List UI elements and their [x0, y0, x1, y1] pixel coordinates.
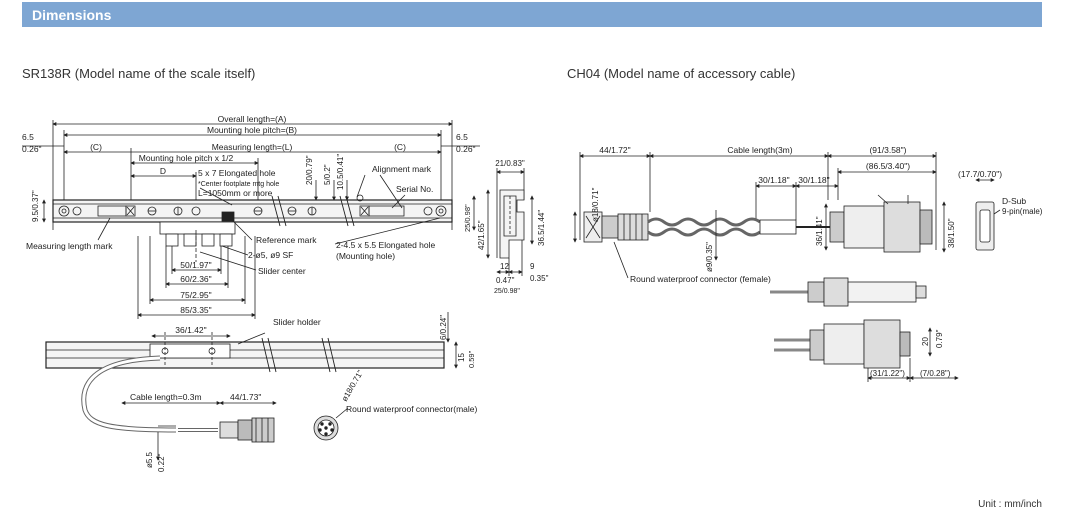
female-connector-label: Round waterproof connector (female): [630, 274, 771, 284]
dim-50: 50/1.97": [180, 260, 211, 270]
c-right-label: (C): [394, 142, 406, 152]
cable-865-label: (86.5/3.40"): [866, 161, 910, 171]
overall-length-label: Overall length=(A): [218, 114, 287, 124]
holder-15-label: 15: [457, 353, 466, 362]
female-dia-label: ø18/0.71": [591, 187, 600, 222]
scale-top-labels: Overall length=(A) Mounting hole pitch=(…: [22, 114, 476, 315]
right-offset-mm: 6.5: [456, 132, 468, 142]
dsub-38-label: 38/1.50": [947, 218, 956, 248]
cable-91-label: (91/3.58"): [869, 145, 906, 155]
cable-30a-label: 30/1.18": [758, 175, 789, 185]
side-047-label: 0.47": [496, 276, 515, 285]
dim-85: 85/3.35": [180, 305, 211, 315]
alignment-mark-label: Alignment mark: [372, 164, 432, 174]
male-connector-label: Round waterproof connector(male): [346, 404, 478, 414]
v20-label: 20/0.79": [305, 155, 314, 185]
serial-no-label: Serial No.: [396, 184, 433, 194]
measuring-length-mark-label: Measuring length mark: [26, 241, 113, 251]
dsub-label: D-Sub: [1002, 196, 1026, 206]
elongated-hole-label: 5 x 7 Elongated hole: [198, 168, 276, 178]
scale-bottom-view: [45, 312, 458, 461]
slider-center-label: Slider center: [258, 266, 306, 276]
mount-hole-note: (Mounting hole): [336, 251, 395, 261]
lower-079-label: 0.79": [935, 329, 944, 348]
holes-label: 2-ø5, ø9 SF: [248, 250, 293, 260]
holder-6-label: 6/0.24": [439, 315, 448, 340]
cable-labels: 44/1.72" Cable length(3m) (91/3.58") (86…: [591, 145, 1043, 378]
c-left-label: (C): [90, 142, 102, 152]
cable-length-label: Cable length=0.3m: [130, 392, 202, 402]
side-21-label: 21/0.83": [495, 159, 525, 168]
dsub-pin-label: 9-pin(male): [1002, 207, 1043, 216]
scale-model-title: SR138R (Model name of the scale itself): [22, 66, 256, 81]
left-offset-mm: 6.5: [22, 132, 34, 142]
side-25-label: 25/0.98": [463, 204, 472, 232]
v5-label: 5/0.2": [323, 164, 332, 185]
lower-31-label: (31/1.22"): [870, 369, 905, 378]
cable-model-title: CH04 (Model name of accessory cable): [567, 66, 796, 81]
dim-75: 75/2.95": [180, 290, 211, 300]
dia-55-label: ø5.5: [145, 451, 154, 468]
unit-note: Unit : mm/inch: [978, 499, 1042, 510]
scale-side-labels: 21/0.83" 25/0.98" 42/1.65" 36.5/1.44" 12…: [463, 159, 549, 295]
dim-60: 60/2.36": [180, 274, 211, 284]
side-035-label: 0.35": [530, 274, 549, 283]
conn-18-label: ø18/0.71": [340, 369, 365, 403]
lower-20-label: 20: [921, 337, 930, 346]
half-pitch-label: Mounting hole pitch x 1/2: [139, 153, 234, 163]
scale-bottom-labels: 36/1.42" Slider holder 6/0.24" 15 0.59" …: [130, 315, 478, 472]
side-9-label: 9: [530, 262, 535, 271]
section-header: Dimensions: [22, 2, 1042, 27]
dsub-36-label: 36/1.41": [815, 216, 824, 246]
length-note: L=1050mm or more: [198, 188, 273, 198]
cable-length-label: Cable length(3m): [727, 145, 792, 155]
d-label: D: [160, 166, 166, 176]
side-42-label: 42/1.65": [477, 220, 486, 250]
cable-177-label: (17.7/0.70"): [958, 169, 1002, 179]
dia-022-label: 0.22": [157, 453, 166, 472]
footplate-note: *Center footplate mtg hole: [198, 181, 279, 188]
holder-36-label: 36/1.42": [175, 325, 206, 335]
side-2598-label: 25/0.98": [494, 288, 520, 295]
cable-44-label: 44/1.73": [230, 392, 261, 402]
height-left-label: 9.5/0.37": [31, 190, 40, 222]
holder-059-label: 0.59": [467, 350, 476, 368]
left-offset-in: 0.26": [22, 144, 42, 154]
scale-side-view: [472, 168, 534, 276]
lower-7-label: (7/0.28"): [920, 369, 951, 378]
side-365-label: 36.5/1.44": [537, 210, 546, 246]
v105-label: 10.5/0.41": [336, 154, 345, 190]
scale-top-view: [22, 120, 480, 319]
mount-hole-label: 2-4.5 x 5.5 Elongated hole: [336, 240, 436, 250]
side-12-label: 12: [500, 262, 509, 271]
slider-holder-label: Slider holder: [273, 317, 321, 327]
section-title: Dimensions: [32, 7, 112, 23]
reference-mark-label: Reference mark: [256, 235, 317, 245]
cable-drawing: [573, 152, 1001, 382]
measuring-length-label: Measuring length=(L): [212, 142, 293, 152]
cable-30b-label: 30/1.18": [798, 175, 829, 185]
cable-dia-label: ø9/0.35": [705, 242, 714, 272]
cable-44-label: 44/1.72": [599, 145, 630, 155]
right-offset-in: 0.26": [456, 144, 476, 154]
mounting-pitch-label: Mounting hole pitch=(B): [207, 125, 297, 135]
